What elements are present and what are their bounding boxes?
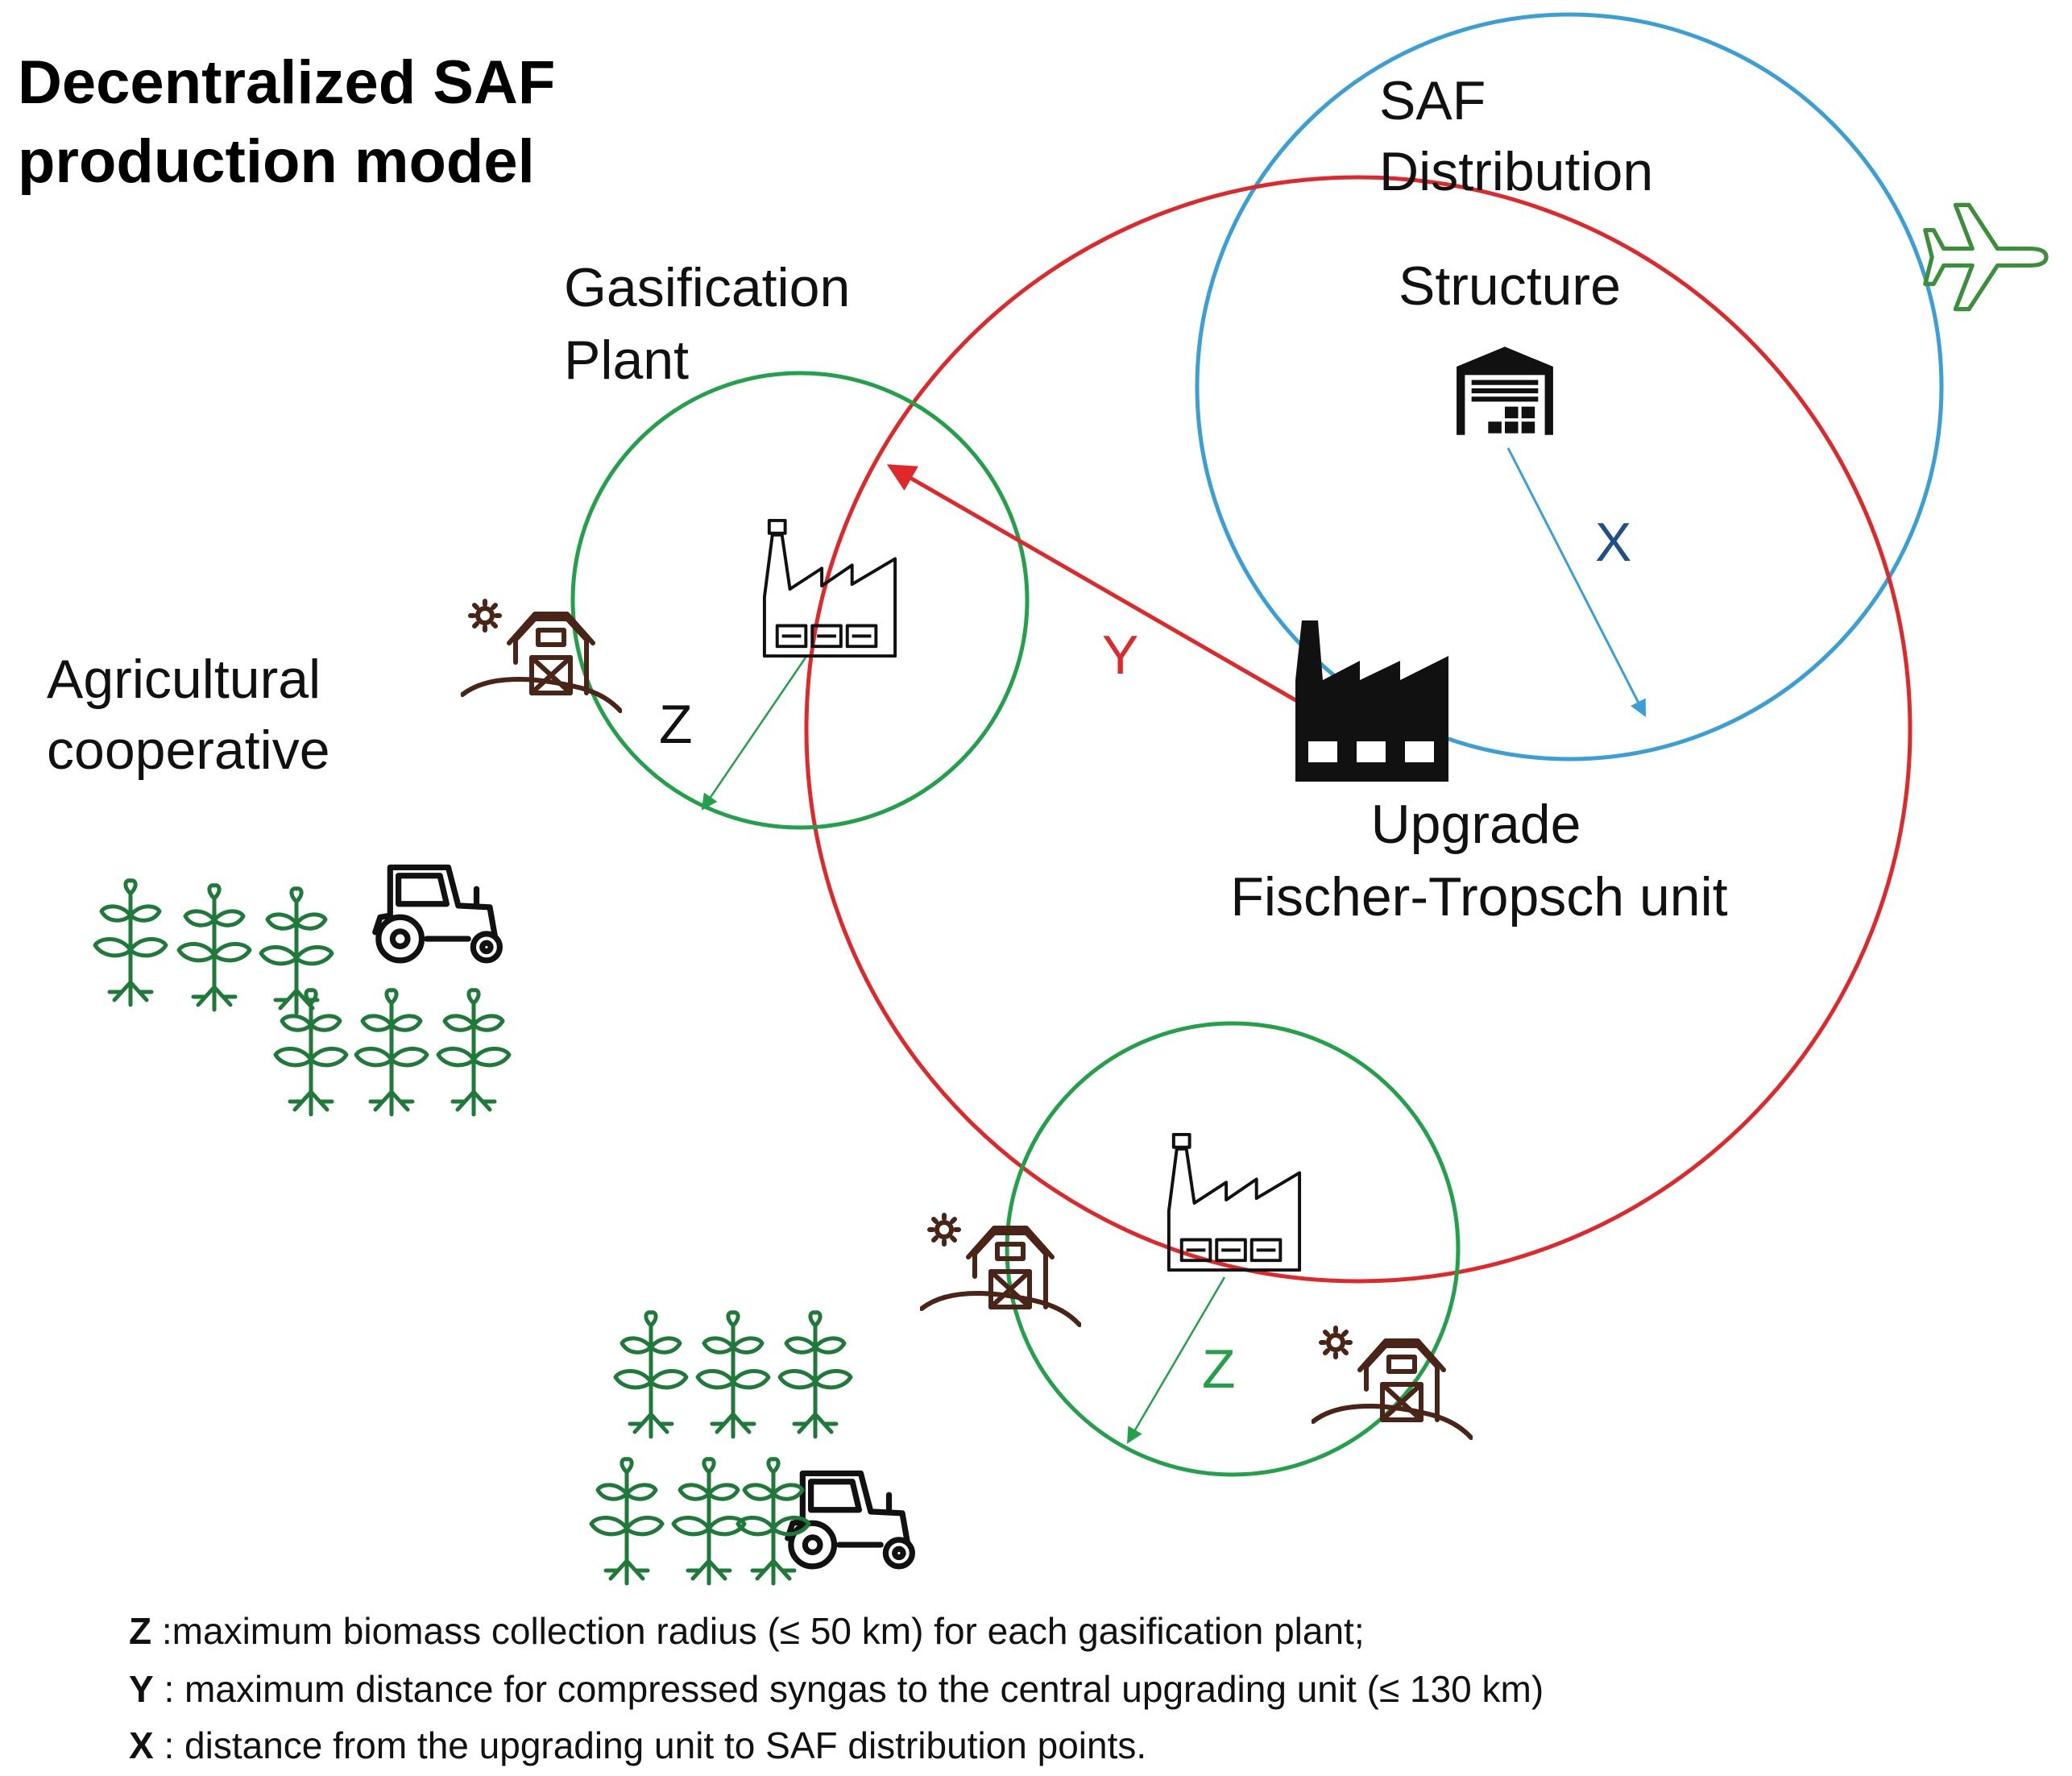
z-label-lower: Z [1202, 1338, 1236, 1400]
upgrade-factory-icon [1295, 620, 1448, 782]
plant-icon [356, 990, 427, 1114]
saf-label-line1: SAF [1379, 70, 1486, 131]
legend-x-text: : distance from the upgrading unit to SA… [154, 1724, 1146, 1766]
legend-x-key: X [129, 1724, 154, 1766]
x-label: X [1595, 512, 1631, 573]
legend: Z :maximum biomass collection radius (≤ … [129, 1610, 1544, 1766]
saf-distribution-circle [1195, 12, 1944, 761]
legend-y: Y : maximum distance for compressed syng… [129, 1668, 1544, 1710]
tractor-icon-upper [375, 867, 500, 960]
legend-y-key: Y [129, 1668, 154, 1710]
plant-icon [591, 1459, 662, 1583]
legend-x: X : distance from the upgrading unit to … [129, 1724, 1146, 1766]
upgrade-range-circle [804, 175, 1912, 1284]
gasification-circle-upper [570, 371, 1030, 830]
gasification-label-line2: Plant [564, 330, 689, 391]
gasification-circle-lower [1005, 1021, 1461, 1477]
saf-label-line3: Structure [1399, 255, 1621, 317]
plant-icon [261, 889, 332, 1013]
plant-icon [780, 1313, 851, 1437]
plant-icon [95, 881, 166, 1005]
warehouse-icon [1457, 346, 1553, 435]
agri-label-line1: Agricultural [47, 649, 321, 710]
z-arrow-lower [1126, 1276, 1226, 1444]
barn-icon-lower-right [1313, 1328, 1471, 1438]
plant-icon [179, 886, 250, 1010]
diagram-title-line1: Decentralized SAF [18, 48, 555, 117]
plant-icon [698, 1313, 769, 1437]
plant-icon [673, 1459, 744, 1583]
barn-icon-lower-left [922, 1215, 1080, 1325]
barn-icon-upper [462, 601, 620, 711]
z-label-upper: Z [659, 694, 693, 755]
gasification-label-line1: Gasification [564, 257, 850, 318]
legend-z-key: Z [129, 1610, 151, 1652]
legend-y-text: : maximum distance for compressed syngas… [154, 1668, 1544, 1710]
z-arrow-upper [701, 657, 807, 811]
legend-z: Z :maximum biomass collection radius (≤ … [129, 1610, 1365, 1652]
x-arrow [1506, 447, 1647, 717]
upgrade-label-line2: Fischer-Tropsch unit [1230, 866, 1727, 927]
upgrade-label-line1: Upgrade [1371, 794, 1581, 855]
plant-icon [615, 1313, 686, 1437]
diagram-title-line2: production model [18, 127, 535, 196]
airplane-icon [1925, 205, 2046, 309]
y-arrow [886, 463, 1331, 722]
agri-label-line2: cooperative [47, 720, 330, 781]
legend-z-text: :maximum biomass collection radius (≤ 50… [151, 1610, 1365, 1652]
crops-lower [591, 1313, 851, 1583]
gasification-plant-icon-upper [762, 518, 897, 658]
crops-upper [95, 881, 509, 1114]
saf-label-line2: Distribution [1379, 141, 1653, 202]
gasification-plant-icon-lower [1167, 1132, 1302, 1272]
plant-icon [276, 990, 346, 1114]
y-label: Y [1102, 625, 1138, 686]
plant-icon [438, 990, 509, 1114]
